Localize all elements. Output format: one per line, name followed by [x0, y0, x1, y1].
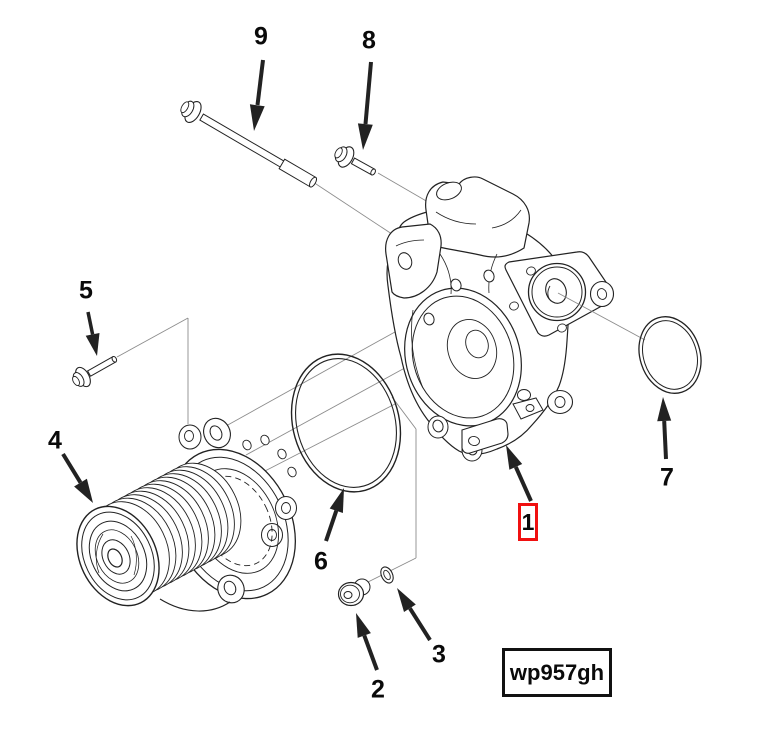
callout-arrow-4 [61, 452, 93, 503]
pump-housing [385, 176, 615, 462]
callout-arrow-1 [506, 445, 533, 502]
callout-arrow-8 [357, 61, 373, 150]
callout-label-3: 3 [432, 640, 446, 669]
o-ring-seal-large [290, 353, 402, 493]
sealing-washer [380, 566, 394, 584]
short-bolt [334, 146, 376, 176]
figure-code: wp957gh [509, 659, 605, 685]
o-ring-seal-small [557, 292, 702, 394]
callout-arrow-5 [85, 311, 100, 356]
long-bolt [180, 100, 318, 188]
flange-bolt [72, 355, 118, 388]
callout-arrow-7 [657, 397, 672, 460]
water-pump-assembly [76, 417, 297, 612]
callout-label-1: 1 [521, 508, 535, 535]
housing-arm [385, 223, 442, 299]
callout-arrows [61, 59, 672, 671]
callout-arrow-9 [249, 59, 265, 131]
callout-label-8: 8 [362, 26, 376, 55]
pulley-front-face [76, 505, 160, 607]
callout-arrow-2 [356, 613, 379, 671]
callout-label-6: 6 [314, 547, 328, 576]
callout-label-2: 2 [371, 675, 385, 704]
callout-arrow-6 [324, 488, 344, 542]
callout-label-5: 5 [79, 276, 93, 305]
callout-label-7: 7 [660, 463, 674, 492]
callout-label-9: 9 [254, 22, 268, 51]
callout-label-4: 4 [48, 426, 62, 455]
drain-plug [337, 578, 371, 607]
leader-lines [116, 172, 430, 590]
figure-code-box: wp957gh [502, 648, 612, 697]
callout-arrow-3 [397, 588, 432, 642]
highlight-box-callout-1: 1 [518, 503, 538, 541]
